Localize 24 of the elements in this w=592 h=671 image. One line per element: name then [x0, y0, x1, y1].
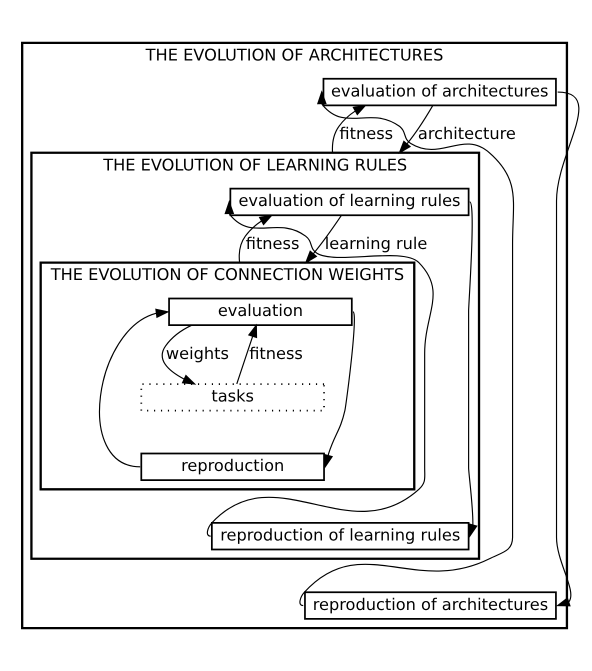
- edge-label: fitness: [249, 344, 303, 363]
- arrow: [398, 105, 434, 154]
- node-box: evaluation of learning rules: [229, 188, 470, 216]
- arrow: [300, 90, 514, 606]
- arrow: [332, 104, 367, 153]
- arrow: [324, 312, 355, 468]
- edge-label: architecture: [418, 124, 516, 144]
- node-box: evaluation of architectures: [322, 78, 557, 106]
- node-box: reproduction: [140, 452, 325, 481]
- arrow: [207, 200, 434, 536]
- edge-label: learning rule: [324, 234, 428, 253]
- arrow: [162, 324, 196, 385]
- arrow: [238, 214, 274, 263]
- node-box: reproduction of architectures: [304, 591, 557, 620]
- arrow: [556, 91, 580, 606]
- edge-label: fitness: [246, 234, 300, 253]
- arrow: [236, 324, 258, 384]
- arrow: [304, 215, 342, 264]
- node-box: tasks: [140, 383, 325, 412]
- edge-label: weights: [166, 344, 229, 363]
- node-box: evaluation: [168, 298, 353, 326]
- node-box: reproduction of learning rules: [210, 522, 470, 550]
- edge-label: fitness: [339, 124, 394, 144]
- arrow: [99, 308, 170, 468]
